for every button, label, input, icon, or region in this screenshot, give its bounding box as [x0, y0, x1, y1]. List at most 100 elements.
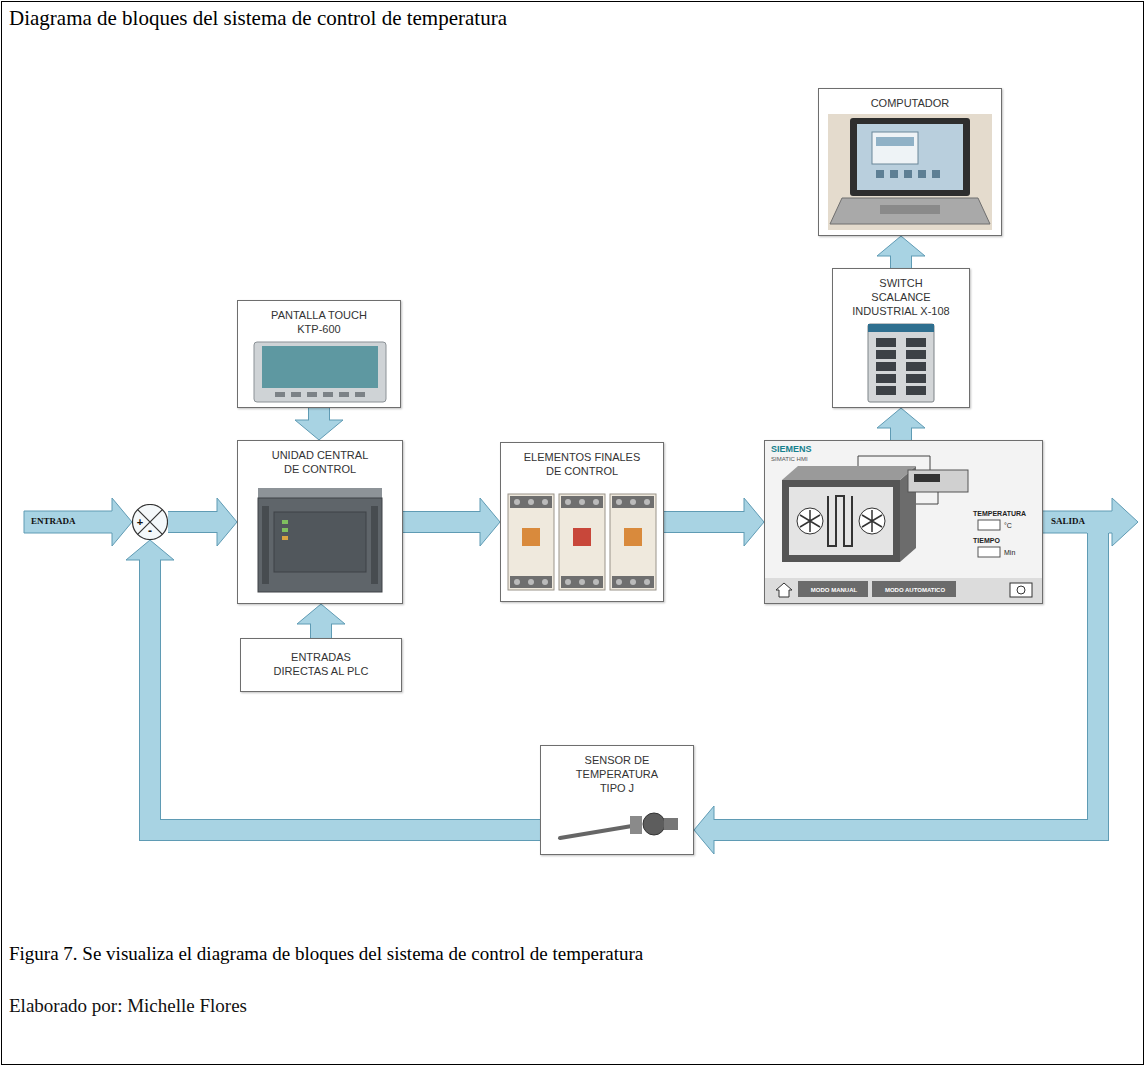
switch-picture-part — [906, 350, 926, 359]
plant-screen-box: SIEMENSSIMATIC HMITEMPERATURA°CTIEMPOMin… — [764, 440, 1043, 604]
switch-picture-part — [868, 324, 934, 332]
laptop-picture-part — [828, 114, 992, 230]
plant-screen-picture-part — [789, 487, 893, 555]
plant-screen-picture-part — [1010, 583, 1032, 597]
laptop-picture-part — [918, 170, 926, 178]
switch-picture-part — [906, 338, 926, 347]
contactor-picture-part — [616, 579, 622, 585]
contactor-picture-part — [559, 494, 605, 590]
laptop-picture-part — [830, 198, 990, 224]
plant-screen-picture-part — [782, 480, 900, 562]
plant-screen-picture-part — [782, 466, 916, 480]
arrow-head — [744, 498, 764, 546]
plant-screen-picture — [765, 441, 1042, 603]
plant-screen-picture-part — [914, 474, 940, 482]
summing-junction: +- — [132, 504, 168, 540]
contactor-picture-part — [565, 579, 571, 585]
junction-circle — [133, 505, 168, 540]
flow-arrow — [297, 604, 345, 638]
arrow-head — [126, 540, 174, 560]
plc-picture-part — [262, 506, 269, 584]
touch-panel-box: PANTALLA TOUCH KTP-600 — [237, 300, 401, 408]
plant-screen-picture-part — [765, 578, 1042, 603]
plant-screen-picture-part — [908, 470, 968, 492]
plc-picture-part — [258, 498, 382, 592]
plant-screen-picture-part — [858, 456, 930, 470]
contactor-picture — [508, 494, 656, 590]
arrow-band — [664, 512, 746, 532]
plc-picture-part — [282, 536, 288, 540]
text-wrap: PANTALLA TOUCH KTP-600 — [264, 301, 374, 337]
contactor-picture-part — [514, 579, 520, 585]
plc-picture-part — [371, 506, 378, 584]
flow-arrow — [168, 498, 237, 546]
node-text: Min — [1004, 547, 1015, 559]
laptop-picture-part — [876, 170, 884, 178]
arrow-outline — [714, 522, 1098, 830]
laptop-picture-part — [850, 118, 970, 196]
plant-screen-picture-part — [859, 508, 885, 534]
node-text: SIMATIC HMI — [771, 455, 808, 464]
thermocouple-picture-part — [643, 813, 665, 835]
laptop-picture-part — [904, 170, 912, 178]
arrow-head — [480, 498, 500, 546]
thermocouple-picture-part — [664, 818, 678, 830]
switch-picture-part — [906, 362, 926, 371]
text-wrap: UNIDAD CENTRAL DE CONTROL — [268, 441, 373, 477]
controller-box: UNIDAD CENTRAL DE CONTROL — [237, 440, 403, 604]
arrow-head — [297, 604, 345, 624]
plant-screen-picture-part — [800, 510, 820, 532]
text-wrap: ELEMENTOS FINALES DE CONTROL — [520, 443, 644, 479]
contactor-picture-part — [508, 494, 554, 590]
laptop-picture-part — [872, 132, 918, 164]
contactor-picture-part — [579, 579, 585, 585]
plant-screen-picture-part — [978, 520, 1000, 530]
touch-panel-picture-part — [307, 392, 317, 397]
arrow-band — [150, 558, 540, 830]
plant-screen-picture-part — [776, 583, 792, 597]
figure-title: Diagrama de bloques del sistema de contr… — [9, 5, 507, 31]
contactor-picture-part — [528, 499, 534, 505]
plant-screen-picture-part — [862, 510, 882, 532]
laptop-picture-part — [876, 137, 914, 146]
thermocouple-picture-part — [630, 816, 642, 834]
flow-arrow — [403, 498, 500, 546]
arrow-band — [168, 512, 219, 532]
contactor-picture-part — [612, 576, 654, 588]
flow-arrow — [126, 540, 540, 830]
text-wrap: COMPUTADOR — [830, 89, 990, 111]
touch-panel-picture-part — [355, 392, 365, 397]
arrow-label: ENTRADA — [30, 516, 77, 527]
input-arrow — [24, 498, 132, 546]
node-text: °C — [1004, 520, 1012, 532]
contactor-picture-part — [510, 576, 552, 588]
node-text: TEMPERATURA — [973, 509, 1026, 519]
box-label: ENTRADAS DIRECTAS AL PLC — [266, 651, 376, 679]
switch-picture-part — [876, 374, 896, 383]
node-text: + — [135, 515, 145, 529]
plant-screen-picture-part — [1017, 586, 1025, 594]
switch-picture-part — [906, 386, 926, 395]
touch-panel-picture-part — [323, 392, 333, 397]
laptop-picture-part — [857, 124, 963, 190]
node-text: - — [144, 524, 156, 538]
contactor-picture-part — [610, 494, 656, 590]
flow-arrow — [664, 498, 764, 546]
contactor-picture-part — [522, 528, 540, 546]
contactor-picture-part — [644, 579, 650, 585]
contactor-picture-part — [542, 499, 548, 505]
touch-panel-picture-part — [339, 392, 349, 397]
contactor-picture-part — [593, 499, 599, 505]
connector-group — [126, 236, 1098, 854]
box-label: PANTALLA TOUCH KTP-600 — [264, 309, 374, 337]
switch-picture-part — [876, 338, 896, 347]
touch-panel-picture-part — [262, 346, 378, 388]
plc-picture-part — [282, 520, 288, 524]
contactor-picture-part — [612, 496, 654, 508]
plant-screen-picture-part — [798, 581, 868, 597]
node-text: MODO MANUAL — [799, 582, 869, 598]
plant-screen-picture-part — [797, 508, 823, 534]
contactor-picture-part — [573, 528, 591, 546]
